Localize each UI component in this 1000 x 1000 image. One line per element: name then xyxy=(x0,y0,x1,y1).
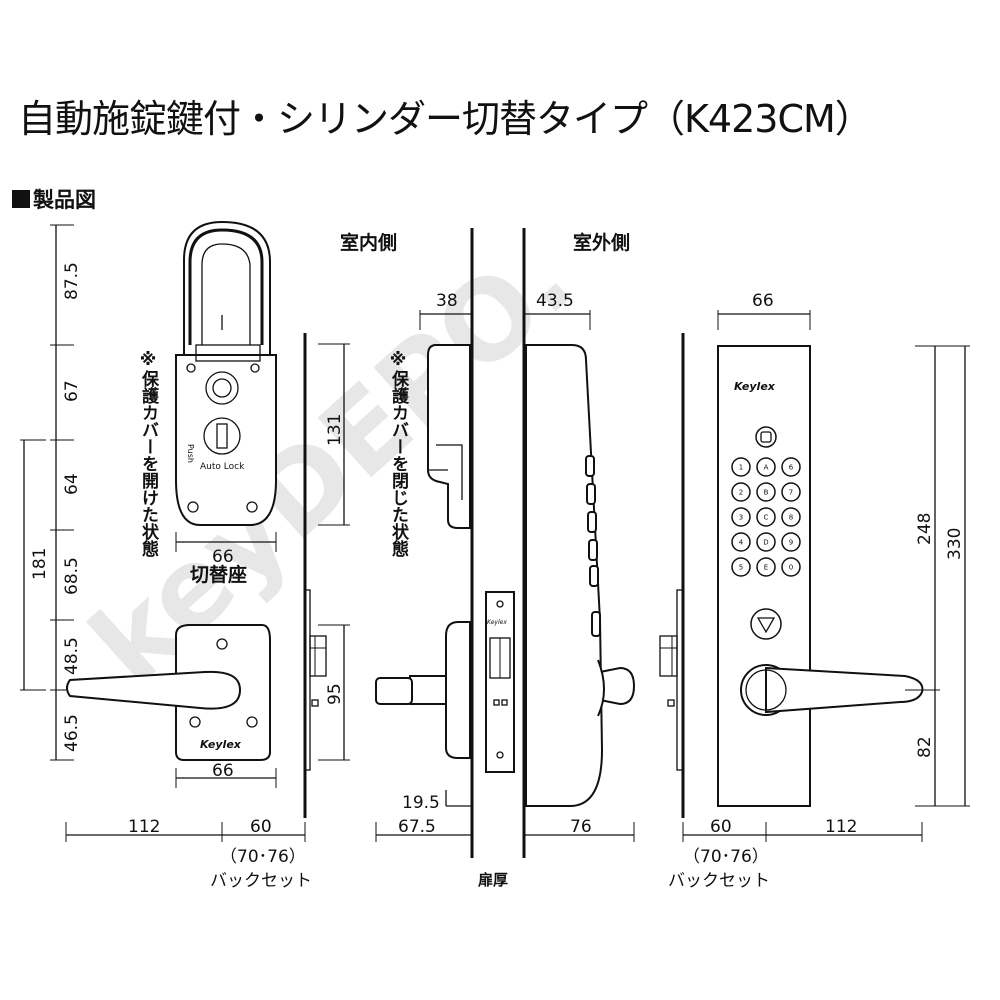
note-cover-closed: ※保護カバーを閉じた状態 xyxy=(388,350,410,557)
keypad-key[interactable] xyxy=(781,457,801,477)
dim-67-5: 67.5 xyxy=(398,817,436,837)
dim-76: 76 xyxy=(570,817,592,837)
dim-lever-112-left: 112 xyxy=(128,817,160,837)
keypad-key[interactable] xyxy=(731,457,751,477)
keypad-key-label: 0 xyxy=(789,564,793,572)
push-text: Push xyxy=(186,444,195,463)
side-section-view: Keylex 38 43.5 19.5 67.5 76 扉厚 xyxy=(375,228,636,889)
keypad-key-label: 9 xyxy=(789,539,793,547)
top-button[interactable] xyxy=(755,426,777,448)
keypad-key[interactable] xyxy=(781,557,801,577)
keypad-key-label: E xyxy=(764,564,768,572)
brand-logo-case: Keylex xyxy=(487,619,507,626)
indoor-heading: 室内側 xyxy=(340,231,397,254)
keypad-key-label: D xyxy=(763,539,768,547)
dim-19-5: 19.5 xyxy=(402,793,440,813)
dim-backset-60-left: 60 xyxy=(250,817,272,837)
lock-button[interactable] xyxy=(750,608,782,640)
dim-cover-66: 66 xyxy=(212,547,234,567)
section-heading-text: 製品図 xyxy=(33,188,96,212)
keypad-key[interactable] xyxy=(756,557,776,577)
indoor-front-view: 87.5 67 64 68.5 48.5 46.5 181 Auto Lock … xyxy=(20,220,350,891)
dim-95: 95 xyxy=(325,683,345,705)
dim-248: 248 xyxy=(915,513,935,545)
dim-64: 64 xyxy=(62,473,82,495)
backset-label-left: バックセット xyxy=(210,871,312,891)
door-thickness-label: 扉厚 xyxy=(477,871,508,889)
dim-46-5: 46.5 xyxy=(62,714,82,752)
keypad-key[interactable] xyxy=(756,532,776,552)
backset-range-left: （70･76） xyxy=(220,847,306,867)
dim-330: 330 xyxy=(945,528,965,560)
keypad: 1 A 6 2 B 7 3 C 8 4 D 9 5 E 0 xyxy=(731,457,801,577)
keypad-key[interactable] xyxy=(781,482,801,502)
dim-43-5: 43.5 xyxy=(536,291,574,311)
keypad-key-label: 2 xyxy=(739,489,743,497)
dim-outdoor-66: 66 xyxy=(752,291,774,311)
keypad-key-label: 8 xyxy=(789,514,793,522)
backset-label-right: バックセット xyxy=(668,871,770,891)
keypad-key[interactable] xyxy=(756,482,776,502)
page-title: 自動施錠鍵付・シリンダー切替タイプ（K423CM） xyxy=(18,97,873,141)
keypad-key-label: A xyxy=(764,464,769,472)
dim-131: 131 xyxy=(325,414,345,446)
dim-67: 67 xyxy=(62,380,82,402)
dim-lever-112-right: 112 xyxy=(825,817,857,837)
keypad-key[interactable] xyxy=(731,482,751,502)
dim-backset-60-right: 60 xyxy=(710,817,732,837)
dim-181: 181 xyxy=(30,548,50,580)
keypad-key-label: 7 xyxy=(789,489,793,497)
dim-68-5: 68.5 xyxy=(62,557,82,595)
keypad-key-label: C xyxy=(764,514,769,522)
brand-logo-left: Keylex xyxy=(200,738,242,751)
dim-48-5: 48.5 xyxy=(62,637,82,675)
dim-82: 82 xyxy=(915,736,935,758)
switch-base-label: 切替座 xyxy=(190,563,247,586)
keypad-key-label: 4 xyxy=(739,539,744,547)
keypad-key[interactable] xyxy=(781,532,801,552)
dim-38: 38 xyxy=(436,291,458,311)
keypad-key[interactable] xyxy=(781,507,801,527)
keypad-key-label: 6 xyxy=(789,464,794,472)
backset-range-right: （70･76） xyxy=(683,847,769,867)
keypad-key-label: B xyxy=(764,489,769,497)
note-cover-open: ※保護カバーを開けた状態 xyxy=(138,350,160,557)
outdoor-front-view: Keylex 1 A 6 2 B 7 3 C 8 4 D 9 5 E 0 66 248 82 330 60 xyxy=(659,291,970,891)
keypad-key-label: 5 xyxy=(739,564,743,572)
keypad-key-label: 3 xyxy=(739,514,743,522)
keypad-key[interactable] xyxy=(756,457,776,477)
keypad-key[interactable] xyxy=(731,532,751,552)
keypad-key[interactable] xyxy=(731,557,751,577)
keypad-key[interactable] xyxy=(731,507,751,527)
outdoor-heading: 室外側 xyxy=(573,231,630,254)
auto-lock-text: Auto Lock xyxy=(200,462,245,472)
section-heading: 製品図 xyxy=(12,184,96,214)
section-square-icon xyxy=(12,190,30,208)
dim-87-5: 87.5 xyxy=(62,262,82,300)
dim-escutcheon-66: 66 xyxy=(212,761,234,781)
keypad-key[interactable] xyxy=(756,507,776,527)
brand-logo-right: Keylex xyxy=(734,380,776,393)
keypad-key-label: 1 xyxy=(739,464,743,472)
